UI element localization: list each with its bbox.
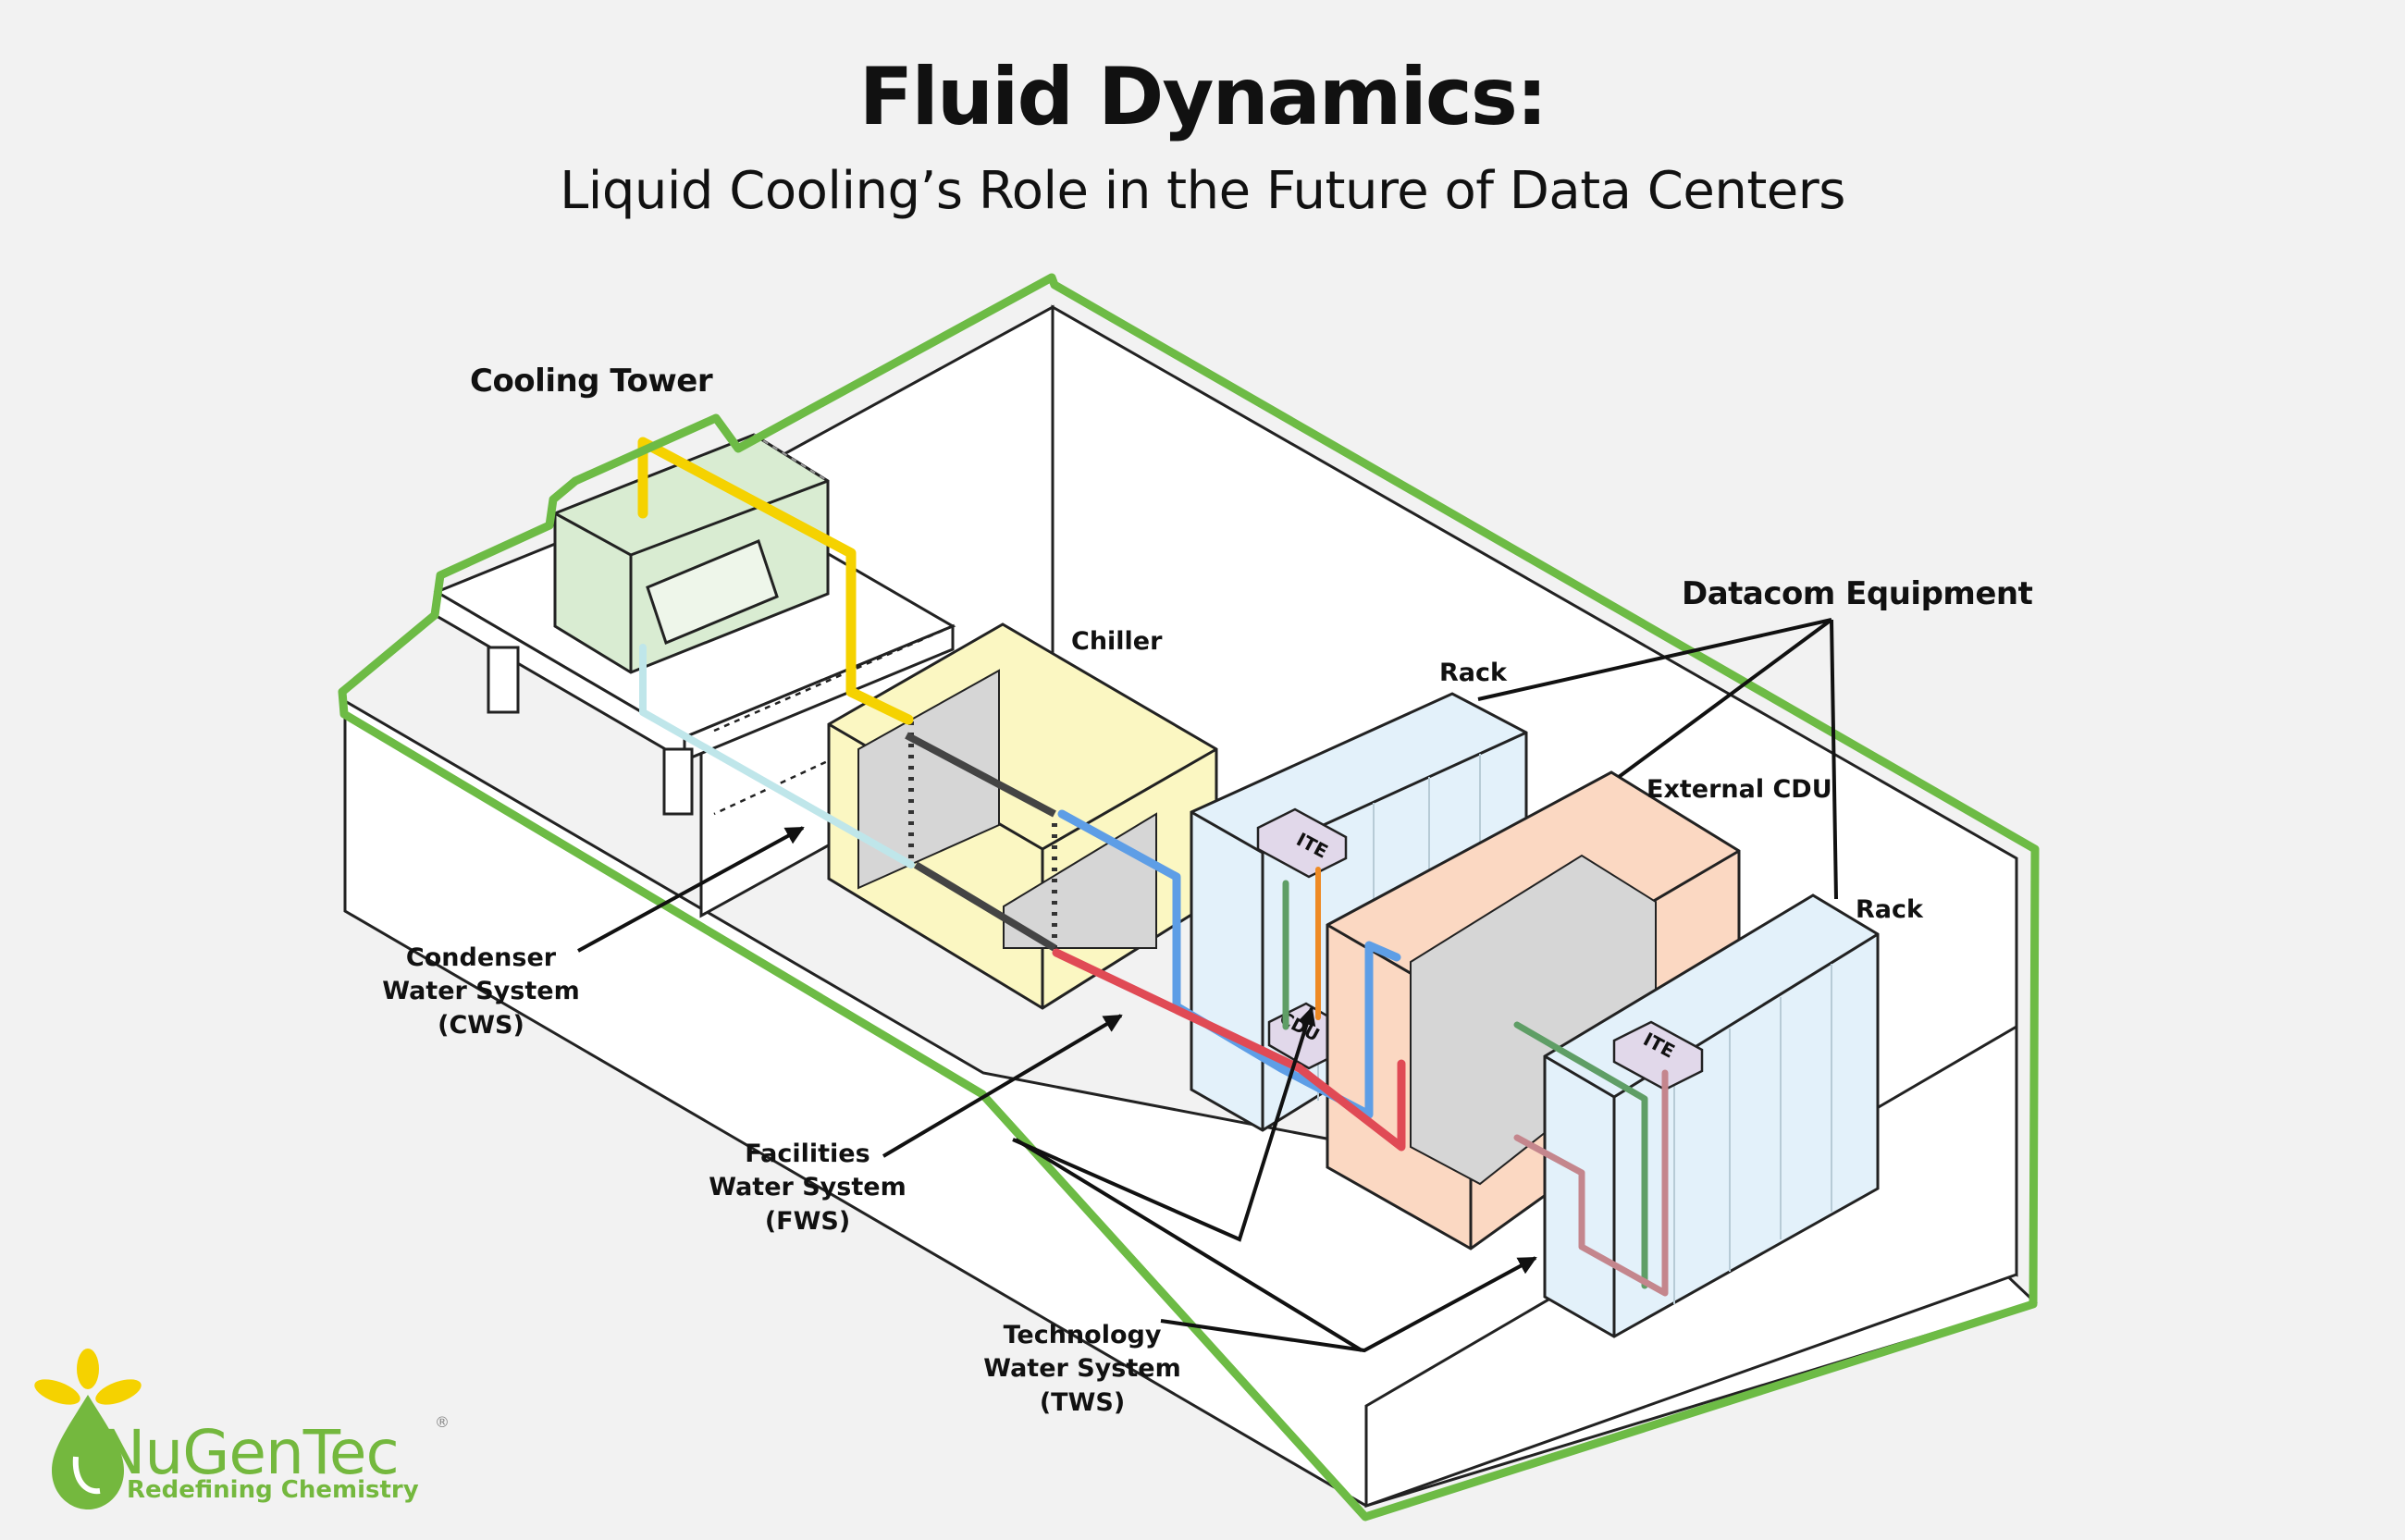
fws-label: Facilities Water System (FWS): [701, 1138, 914, 1238]
condenser-return-pipe: [639, 644, 915, 869]
technology-supply-pipe-2: [1513, 1021, 1648, 1289]
ite-2: ITE: [1612, 1020, 1704, 1091]
facilities-return-pipe: [1052, 948, 1406, 1152]
condenser-supply-pipe: [637, 437, 914, 725]
external-cdu-label: External CDU: [1646, 775, 1832, 804]
leader-cws: [577, 826, 805, 953]
cws-label-line1: Condenser: [405, 943, 557, 972]
page-subtitle: Liquid Cooling’s Role in the Future of D…: [560, 161, 1845, 222]
tws-label-line3: (TWS): [1039, 1387, 1126, 1417]
logo-name: NuGenTec: [100, 1417, 400, 1488]
leader-fws: [882, 1014, 1123, 1158]
leader-datacom-cdu: [1617, 618, 1833, 779]
cws-label: Condenser Water System (CWS): [370, 942, 592, 1042]
cws-label-line3: (CWS): [438, 1010, 524, 1040]
title-block: Fluid Dynamics: Liquid Cooling’s Role in…: [0, 51, 2405, 222]
rack-2: [1543, 893, 1880, 1338]
logo-tagline: Redefining Chemistry: [127, 1476, 419, 1504]
tws-label: Technology Water System (TWS): [971, 1319, 1193, 1420]
rack-2-label: Rack: [1856, 895, 1923, 924]
tws-label-line2: Water System: [983, 1354, 1181, 1384]
leader-tws: [1160, 1256, 1537, 1353]
tws-label-line1: Technology: [1003, 1321, 1162, 1349]
cooling-tower: [553, 433, 830, 674]
leader-tws-bracket: [1014, 1138, 1363, 1352]
rack-1-label: Rack: [1439, 659, 1507, 687]
datacom-equipment-label: Datacom Equipment: [1682, 575, 2033, 612]
leader-fws-cdu: [1012, 1006, 1316, 1242]
nugentec-leaf-logo-icon: [34, 1349, 142, 1509]
page-title: Fluid Dynamics:: [858, 51, 1548, 143]
fws-label-line1: Facilities: [745, 1140, 870, 1168]
fws-label-line2: Water System: [709, 1173, 906, 1202]
piping-network: [637, 437, 1669, 1297]
technology-return-pipe: [1513, 1069, 1669, 1297]
cooling-tower-label: Cooling Tower: [470, 363, 713, 400]
leader-lines: [577, 618, 1838, 1353]
ite-1: ITE: [1256, 807, 1348, 879]
facilities-supply-pipe: [1057, 809, 1401, 1119]
building-outline: [338, 273, 2040, 1522]
logo-registered-mark: ®: [435, 1413, 450, 1431]
fws-label-line3: (FWS): [764, 1206, 851, 1236]
leader-datacom-rack-1: [1477, 618, 1832, 701]
chiller-label: Chiller: [1071, 627, 1163, 656]
leader-datacom-rack-2: [1830, 619, 1838, 900]
cws-label-line2: Water System: [382, 977, 580, 1006]
